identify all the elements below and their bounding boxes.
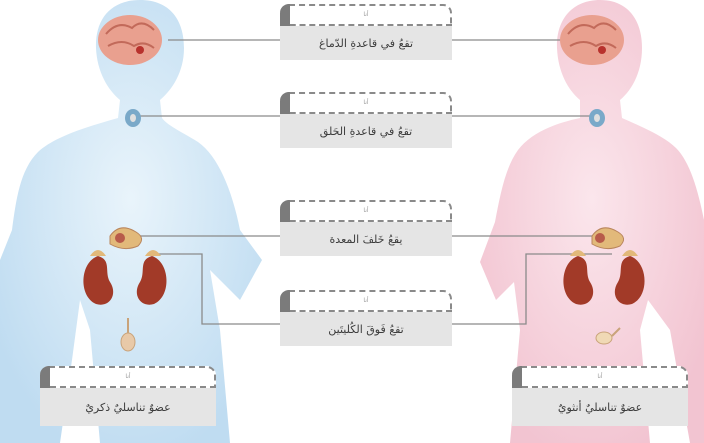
card-bottom: تقعُ في قاعدةِ الحَلق (280, 114, 452, 148)
hint-text: أنا (282, 207, 450, 214)
card-label: عضوٌ تناسليٌ أنثويٌ (558, 401, 642, 414)
hint-text: أنا (514, 373, 686, 380)
card-bottom: عضوٌ تناسليٌ أنثويٌ (512, 388, 688, 426)
label-card-kidneys: أنا تقعُ فَوقَ الكُليتَين (280, 290, 452, 346)
card-bottom: تقعُ فَوقَ الكُليتَين (280, 312, 452, 346)
label-card-male-organ: أنا عضوٌ تناسليٌ ذكريٌ (40, 366, 216, 426)
card-label: تقعُ في قاعدةِ الحَلق (320, 125, 412, 138)
card-bottom: يقعُ خَلفَ المعدة (280, 222, 452, 256)
card-label: يقعُ خَلفَ المعدة (330, 233, 403, 246)
answer-field[interactable]: أنا (280, 200, 452, 222)
card-label: عضوٌ تناسليٌ ذكريٌ (85, 401, 170, 414)
hint-text: أنا (42, 373, 214, 380)
card-label: تقعُ في قاعدةِ الدّماغ (319, 37, 413, 50)
answer-field[interactable]: أنا (280, 4, 452, 26)
label-card-stomach: أنا يقعُ خَلفَ المعدة (280, 200, 452, 256)
answer-field[interactable]: أنا (280, 92, 452, 114)
card-label: تقعُ فَوقَ الكُليتَين (328, 323, 403, 336)
hint-text: أنا (282, 11, 450, 18)
thyroid-icon (125, 109, 141, 127)
label-card-brain: أنا تقعُ في قاعدةِ الدّماغ (280, 4, 452, 60)
label-card-throat: أنا تقعُ في قاعدةِ الحَلق (280, 92, 452, 148)
brain-icon (560, 15, 624, 65)
card-bottom: تقعُ في قاعدةِ الدّماغ (280, 26, 452, 60)
hint-text: أنا (282, 297, 450, 304)
answer-field[interactable]: أنا (512, 366, 688, 388)
thyroid-icon (589, 109, 605, 127)
answer-field[interactable]: أنا (40, 366, 216, 388)
label-card-female-organ: أنا عضوٌ تناسليٌ أنثويٌ (512, 366, 688, 426)
brain-icon (98, 15, 162, 65)
answer-field[interactable]: أنا (280, 290, 452, 312)
card-bottom: عضوٌ تناسليٌ ذكريٌ (40, 388, 216, 426)
hint-text: أنا (282, 99, 450, 106)
